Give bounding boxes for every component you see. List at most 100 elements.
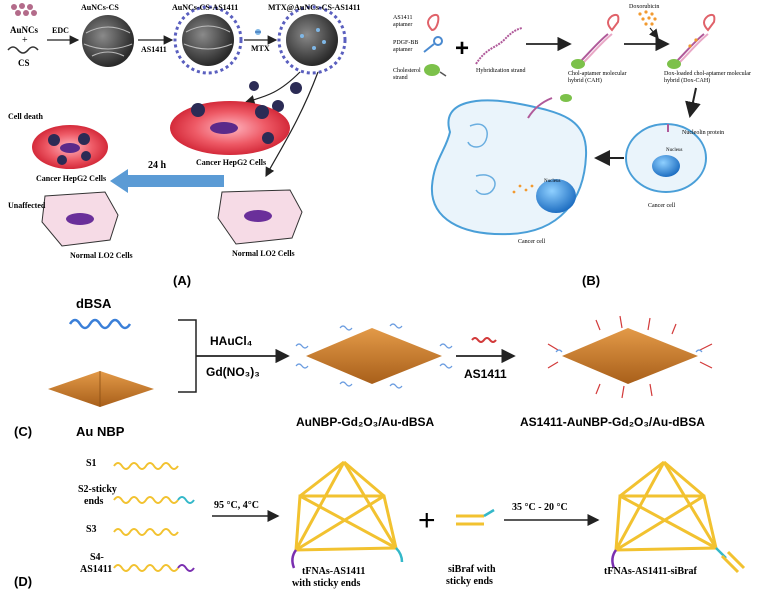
cancer-cell-center — [170, 101, 290, 155]
as1411-aptamer-label-2: aptamer — [393, 22, 412, 28]
tet2-purple-end — [611, 549, 618, 569]
s1-strand — [113, 462, 179, 470]
cah-icon — [571, 13, 620, 69]
nucleolin-label: Nucleolin protein — [682, 130, 724, 136]
s3-label: S3 — [86, 524, 97, 535]
unaffected-label: Unaffected — [8, 201, 46, 210]
pdgf-aptamer-label-2: aptamer — [393, 47, 412, 53]
panel-c-tag: (C) — [14, 424, 32, 439]
tet2-sirna-attached — [720, 550, 746, 574]
reagent-cs-label: CS — [18, 58, 30, 68]
s4-label-2: AS1411 — [80, 564, 112, 575]
cah-label-2: hybrid (CAH) — [568, 77, 602, 84]
mtx-drug-icon — [255, 29, 261, 35]
arrow-b3 — [685, 87, 701, 118]
bracket — [178, 319, 197, 393]
chol-strand-label-2: strand — [393, 75, 408, 81]
cholesterol-icon — [424, 64, 447, 77]
as1411-aunbp-product — [547, 315, 713, 399]
normal-cell-left — [41, 191, 119, 247]
large-cancer-cell — [430, 94, 588, 236]
time-arrow — [110, 169, 224, 193]
cancer-cell-small-label: Cancer cell — [648, 203, 675, 209]
normal-cells-left-label: Normal LO2 Cells — [70, 251, 133, 260]
panel-d-tag: (D) — [14, 574, 32, 589]
au-nbp-label: Au NBP — [76, 424, 125, 439]
s2-sticky-end — [177, 496, 195, 504]
tet1-cyan-end — [395, 547, 404, 563]
tetrahedron-2 — [614, 460, 718, 552]
dbsa-label: dBSA — [76, 296, 112, 311]
stage1-label: AuNCs-CS — [81, 3, 119, 12]
nucleus-small-label: Nucleus — [666, 148, 682, 153]
edc-label: EDC — [52, 26, 69, 35]
tetrahedron-1 — [294, 460, 398, 552]
small-cancer-cell — [625, 123, 707, 193]
reagent-haucl4: HAuCl₄ — [210, 334, 253, 348]
aunc-cs-particle — [82, 15, 134, 67]
panel-b-tag: (B) — [582, 273, 600, 288]
au-nbp-icon — [48, 371, 154, 407]
doxorubicin-dots — [638, 10, 657, 26]
stage3-label: MTX@AuNCs-CS-AS1411 — [268, 3, 360, 12]
sibraf-icon — [456, 508, 495, 526]
tet1-purple-end — [291, 549, 298, 569]
s2-label-2: ends — [84, 496, 104, 507]
sibraf-label-1: siBraf with — [448, 564, 496, 575]
reagent-aunc-label: AuNCs — [10, 25, 39, 35]
arrow-to-cancer — [244, 71, 301, 105]
as1411-step-label: AS1411 — [141, 45, 167, 54]
plus-sign-d: + — [418, 504, 436, 537]
mtx-loaded-particle — [277, 5, 347, 75]
cell-death-label: Cell death — [8, 112, 43, 121]
tet1-label-1: tFNAs-AS1411 — [302, 566, 365, 577]
cond2-label: 35 °C - 20 °C — [512, 502, 568, 513]
panel-d: S1 S2-sticky ends S3 S4- AS1411 95 °C, 4… — [14, 458, 746, 589]
tet2-label: tFNAs-AS1411-siBraf — [604, 566, 697, 577]
pdgf-aptamer-label-1: PDGF-BB — [393, 40, 418, 46]
panel-a-tag: (A) — [173, 273, 191, 288]
dbsa-chain-icon — [68, 318, 132, 330]
hybridization-label: Hybridization strand — [476, 68, 526, 74]
plus-sign-b: + — [455, 35, 469, 62]
aunc-cs-as1411-particle — [173, 5, 243, 75]
as1411-aptamer-label-1: AS1411 — [393, 15, 412, 21]
arrow-to-normal — [265, 71, 319, 178]
s4-label-1: S4- — [90, 552, 104, 563]
as1411-c-label: AS1411 — [464, 367, 507, 381]
aunc-cluster — [11, 3, 37, 16]
chol-strand-label-1: Cholesterol — [393, 68, 421, 74]
reagent-plus: + — [22, 35, 28, 46]
tet1-label-2: with sticky ends — [292, 578, 360, 589]
aunbp-gd-product — [295, 323, 453, 389]
dox-cah-label-1: Dox-loaded chol-aptamer molecular — [664, 71, 751, 77]
s2-label-1: S2-sticky — [78, 484, 117, 495]
time-label: 24 h — [148, 160, 167, 171]
panel-b: AS1411 aptamer PDGF-BB aptamer Cholester… — [393, 4, 751, 288]
mtx-step-label: MTX — [251, 44, 270, 53]
s4-aptamer-end — [177, 564, 195, 572]
s1-label: S1 — [86, 458, 97, 469]
reagent-gdno3: Gd(NO₃)₃ — [206, 365, 260, 379]
cah-label-1: Chol-aptamer molecular — [568, 71, 626, 77]
cancer-cells-center-label: Cancer HepG2 Cells — [196, 158, 266, 167]
dox-arrow — [649, 27, 659, 39]
as1411-aptamer-icon — [427, 13, 440, 32]
panel-c: dBSA Au NBP HAuCl₄ Gd(NO₃)₃ AuNBP-Gd₂O₃/… — [14, 296, 713, 439]
free-nanoparticles — [249, 81, 302, 112]
cancer-cells-left-label: Cancer HepG2 Cells — [36, 174, 106, 183]
cancer-cell-big-label: Cancer cell — [518, 239, 545, 245]
dox-cah-icon — [667, 13, 716, 69]
s3-strand — [113, 528, 179, 536]
product1-label: AuNBP-Gd₂O₃/Au-dBSA — [296, 415, 435, 429]
nucleus-big-label: Nucleus — [544, 179, 560, 184]
stage2-label: AuNCs-CS-AS1411 — [172, 3, 238, 12]
dox-cah-label-2: hybrid (Dox-CAH) — [664, 77, 710, 84]
hybridization-strand-icon — [475, 27, 523, 65]
cond1-label: 95 °C, 4°C — [214, 500, 259, 511]
s2-strand — [113, 496, 179, 504]
sibraf-label-2: sticky ends — [446, 576, 493, 587]
chitosan-chain — [7, 46, 39, 54]
